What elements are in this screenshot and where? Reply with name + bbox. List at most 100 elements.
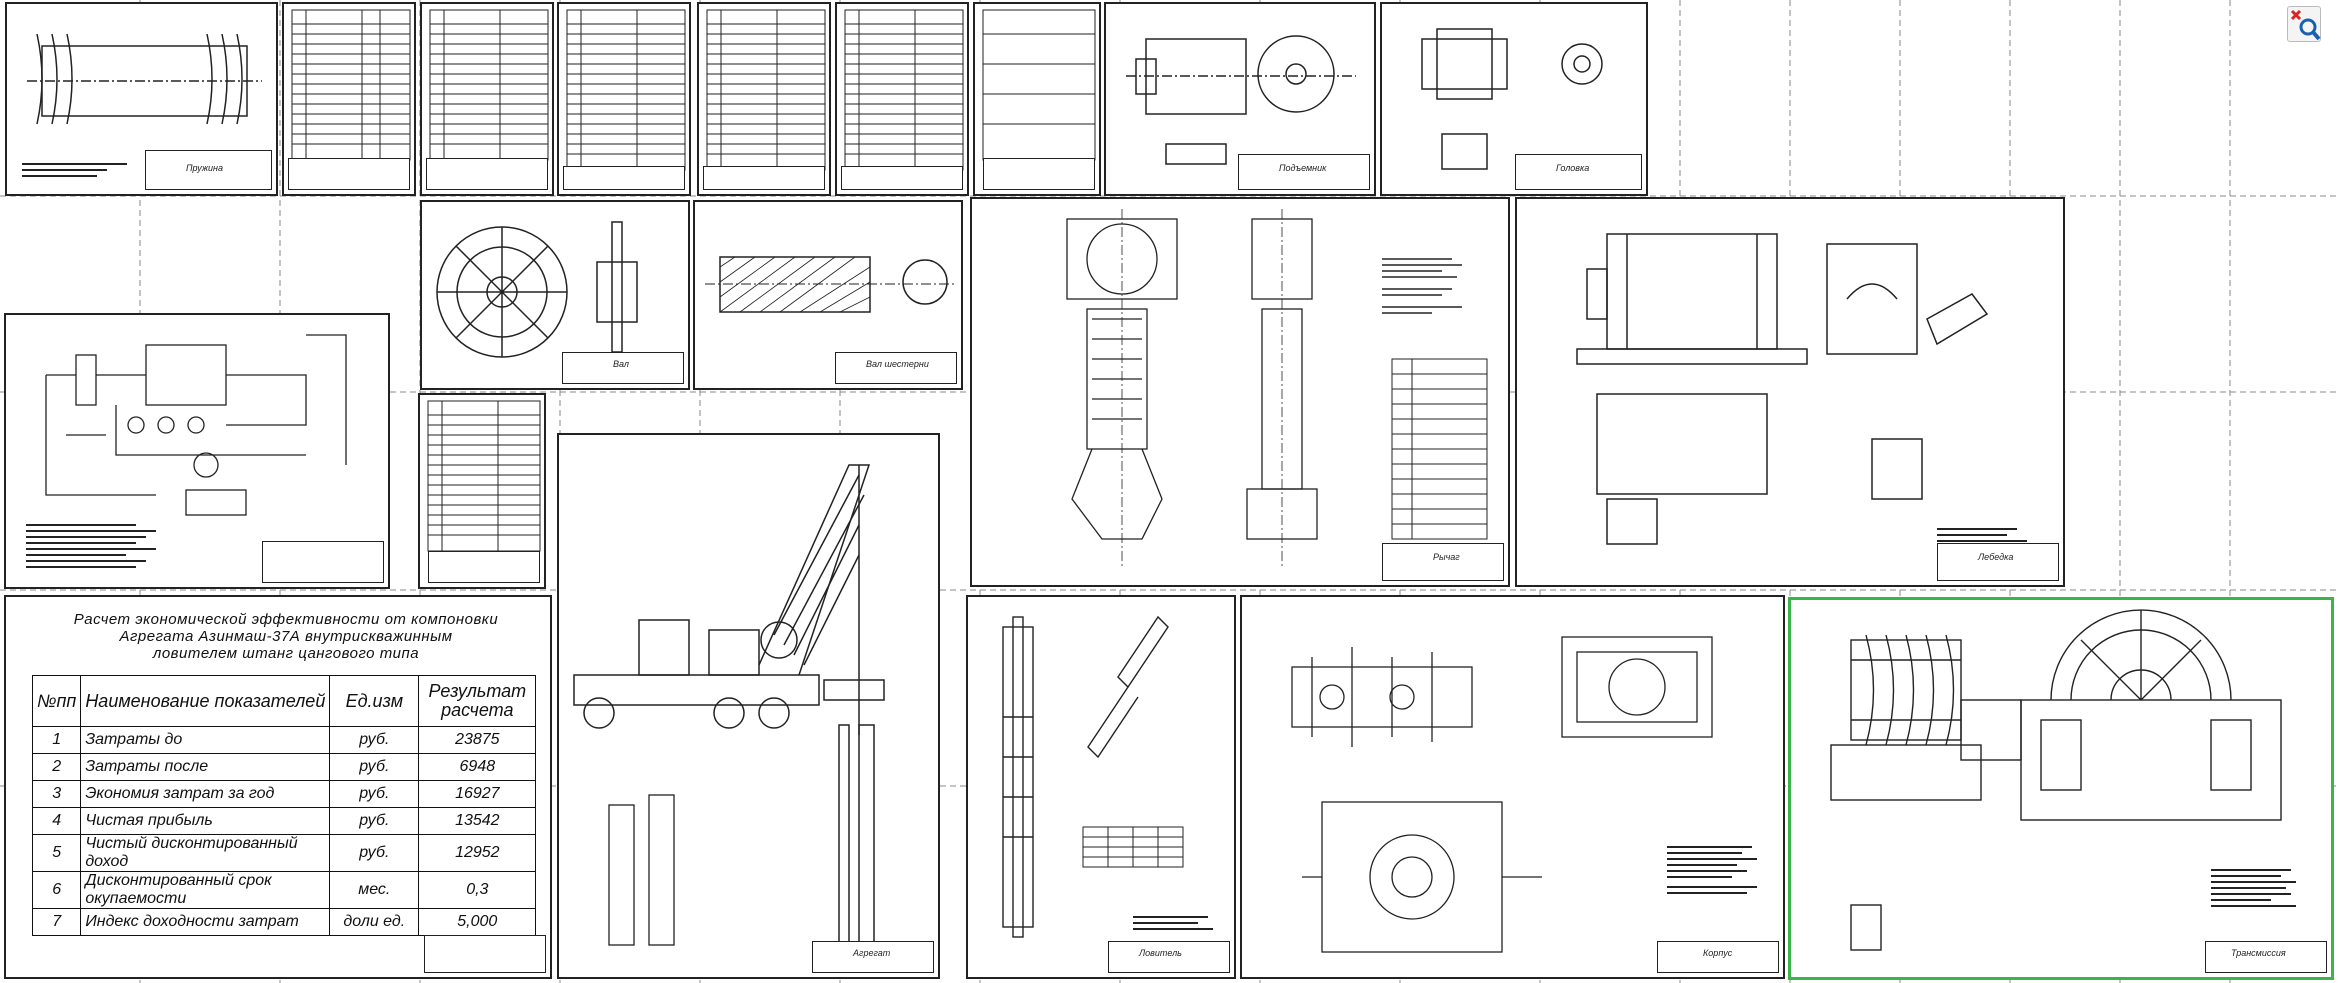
title-block xyxy=(563,166,685,190)
row-num: 2 xyxy=(31,753,82,781)
sheet-title: Лебедка xyxy=(1978,552,2014,562)
sheet-title: Рычаг xyxy=(1433,552,1460,562)
sheet-spec-3[interactable] xyxy=(557,2,691,196)
title-block: Агрегат xyxy=(812,941,934,973)
title-block: Рычаг xyxy=(1382,543,1504,581)
table-row: 3 Экономия затрат за год руб. 16927 xyxy=(31,780,537,808)
row-num: 7 xyxy=(31,908,82,936)
row-value: 23875 xyxy=(418,726,537,754)
title-block: Трансмиссия xyxy=(2205,941,2327,973)
sheet-winch[interactable]: Лебедка xyxy=(1515,197,2065,587)
sheet-spring[interactable]: Пружина xyxy=(5,2,278,196)
sheet-spec-6[interactable] xyxy=(418,393,546,589)
title-block xyxy=(424,935,546,973)
sheet-title: Вал шестерни xyxy=(866,359,929,369)
table-row: 7 Индекс доходности затрат доли ед. 5,00… xyxy=(31,908,537,936)
winch-drawing xyxy=(1576,233,2027,545)
table-row: 2 Затраты после руб. 6948 xyxy=(31,753,537,781)
row-name: Индекс доходности затрат xyxy=(80,908,331,936)
table-row: 1 Затраты до руб. 23875 xyxy=(31,726,537,754)
sheet-title: Трансмиссия xyxy=(2231,948,2286,958)
row-unit: мес. xyxy=(329,871,420,909)
row-unit: доли ед. xyxy=(329,908,420,936)
lift-drawing xyxy=(1126,35,1356,165)
col-header-unit: Ед.изм xyxy=(329,675,420,727)
title-block: Пружина xyxy=(145,150,272,190)
sheet-scheme[interactable] xyxy=(4,313,390,589)
spring-drawing xyxy=(22,33,262,177)
sheet-title: Корпус xyxy=(1703,948,1733,958)
economics-title: Расчет экономической эффективности от ко… xyxy=(26,611,546,662)
sheet-transmission-selected[interactable]: Трансмиссия xyxy=(1788,597,2334,980)
row-unit: руб. xyxy=(329,834,420,872)
row-name: Затраты до xyxy=(80,726,331,754)
economics-table: №пп Наименование показателей Ед.изм Резу… xyxy=(31,675,537,936)
title-block xyxy=(426,158,548,190)
row-name: Затраты после xyxy=(80,753,331,781)
sheet-gearbox[interactable]: Корпус xyxy=(1240,595,1785,979)
title-block xyxy=(428,551,540,583)
row-value: 12952 xyxy=(418,834,537,872)
sheet-lift[interactable]: Подъемник xyxy=(1104,2,1376,196)
row-num: 4 xyxy=(31,807,82,835)
row-value: 16927 xyxy=(418,780,537,808)
sheet-title: Пружина xyxy=(186,163,223,173)
sheet-economics[interactable]: Расчет экономической эффективности от ко… xyxy=(4,595,552,979)
sheet-drum-shaft[interactable]: Вал шестерни xyxy=(693,200,963,390)
row-num: 6 xyxy=(31,871,82,909)
row-unit: руб. xyxy=(329,753,420,781)
row-name: Чистый дисконтированный доход xyxy=(80,834,331,872)
row-num: 1 xyxy=(31,726,82,754)
row-num: 3 xyxy=(31,780,82,808)
sheet-catcher[interactable]: Ловитель xyxy=(966,595,1236,979)
row-name: Дисконтированный срок окупаемости xyxy=(80,871,331,909)
title-block: Лебедка xyxy=(1937,543,2059,581)
sheet-head[interactable]: Головка xyxy=(1380,2,1648,196)
zoom-magnifier-icon xyxy=(2290,9,2321,41)
col-header-result: Результат расчета xyxy=(418,675,537,727)
sheet-title: Вал xyxy=(613,359,629,369)
title-block: Вал xyxy=(562,352,684,384)
unit-assembly-drawing xyxy=(573,464,885,956)
row-unit: руб. xyxy=(329,807,420,835)
drum-shaft-drawing xyxy=(705,256,955,313)
title-block xyxy=(841,166,963,190)
row-value: 6948 xyxy=(418,753,537,781)
table-row: 5 Чистый дисконтированный доход руб. 129… xyxy=(31,834,537,872)
sheet-hoist-assembly[interactable]: Рычаг xyxy=(970,197,1510,587)
sheet-shaft[interactable]: Вал xyxy=(420,200,690,390)
title-block: Вал шестерни xyxy=(835,352,957,384)
title-block: Подъемник xyxy=(1238,154,1370,190)
head-drawing xyxy=(1421,28,1603,170)
sheet-title: Агрегат xyxy=(853,948,891,958)
row-value: 5,000 xyxy=(418,908,537,936)
row-unit: руб. xyxy=(329,780,420,808)
row-num: 5 xyxy=(31,834,82,872)
shaft-drawing xyxy=(436,221,638,358)
title-block xyxy=(288,158,410,190)
title-block: Ловитель xyxy=(1108,941,1230,973)
sheet-unit-assembly[interactable]: Агрегат xyxy=(557,433,940,979)
title-block: Корпус xyxy=(1657,941,1779,973)
sheet-spec-2[interactable] xyxy=(420,2,554,196)
row-name: Чистая прибыль xyxy=(80,807,331,835)
row-unit: руб. xyxy=(329,726,420,754)
spec-table xyxy=(706,9,826,171)
row-value: 13542 xyxy=(418,807,537,835)
table-header-row: №пп Наименование показателей Ед.изм Резу… xyxy=(31,675,537,727)
spec-table xyxy=(566,9,686,171)
table-row: 4 Чистая прибыль руб. 13542 xyxy=(31,807,537,835)
col-header-num: №пп xyxy=(31,675,82,727)
sheet-title: Подъемник xyxy=(1279,163,1327,173)
sheet-title: Ловитель xyxy=(1139,948,1182,958)
sheet-spec-1[interactable] xyxy=(282,2,416,196)
sheet-title: Головка xyxy=(1556,163,1590,173)
title-block: Головка xyxy=(1515,154,1642,190)
title-block xyxy=(983,158,1095,190)
sheet-body-narrow[interactable] xyxy=(973,2,1101,196)
sheet-spec-5[interactable] xyxy=(835,2,969,196)
economics-title-line-3: ловителем штанг цангового типа xyxy=(152,645,420,662)
table-row: 6 Дисконтированный срок окупаемости мес.… xyxy=(31,871,537,909)
zoom-tool-button[interactable] xyxy=(2287,6,2321,42)
sheet-spec-4[interactable] xyxy=(697,2,831,196)
